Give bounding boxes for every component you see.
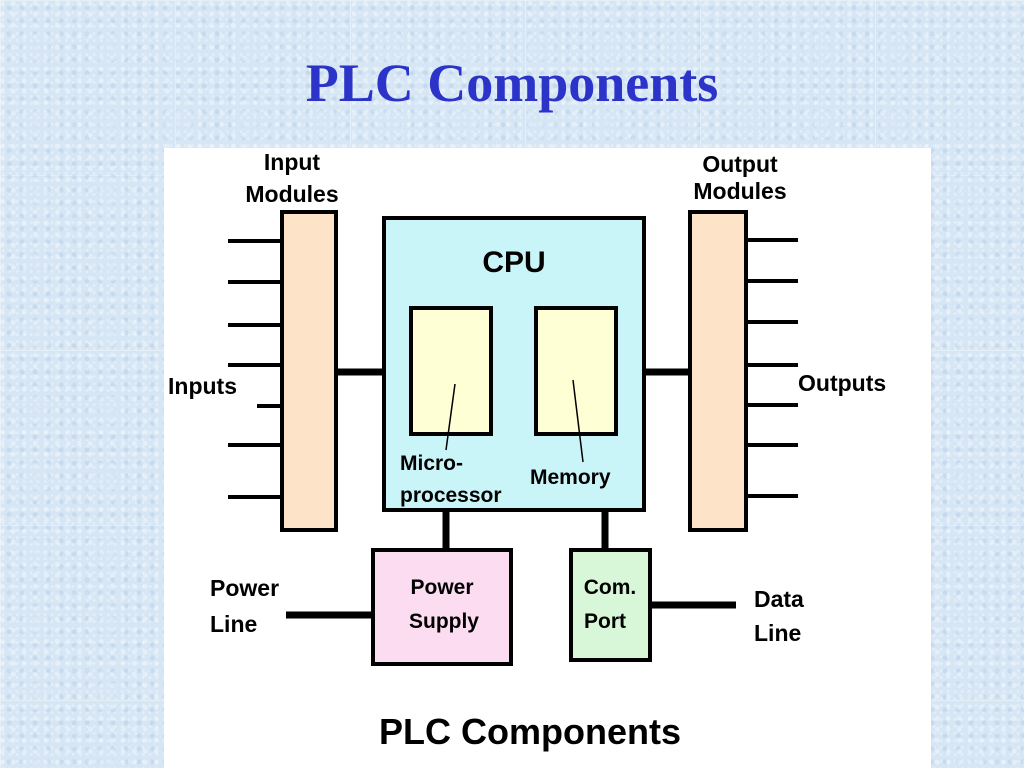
microprocessor-label-line1: Micro- <box>400 452 463 475</box>
input-module-block <box>280 210 338 532</box>
outputs-label: Outputs <box>798 370 886 396</box>
data-line-label-line2: Line <box>754 620 801 646</box>
input-modules-label-line1: Input <box>264 149 321 175</box>
power-line-label-line1: Power <box>210 575 279 601</box>
plc-diagram: Input Modules Output Modules <box>168 149 886 752</box>
memory-block <box>534 306 618 436</box>
com-port-label-line2: Port <box>584 610 626 633</box>
power-supply-block <box>371 548 513 666</box>
microprocessor-label-line2: processor <box>400 484 502 507</box>
cpu-label: CPU <box>482 246 545 279</box>
input-lines <box>228 239 282 499</box>
com-port-block <box>569 548 652 662</box>
output-lines <box>746 238 798 498</box>
com-port-label-line1: Com. <box>584 576 637 599</box>
output-module-block <box>688 210 748 532</box>
memory-label: Memory <box>530 466 611 489</box>
slide-title: PLC Components <box>305 53 719 113</box>
power-supply-label-line1: Power <box>410 576 473 599</box>
power-line-label-line2: Line <box>210 611 257 637</box>
output-modules-label-line1: Output <box>702 151 778 177</box>
data-line-label-line1: Data <box>754 586 804 612</box>
power-supply-label-line2: Supply <box>409 610 479 633</box>
memory-pointer <box>572 379 584 463</box>
input-modules-label-line2: Modules <box>245 181 338 207</box>
diagram-panel: Input Modules Output Modules <box>164 148 931 768</box>
output-modules-label-line2: Modules <box>693 178 786 204</box>
inputs-label: Inputs <box>168 373 237 399</box>
microprocessor-pointer <box>445 383 456 451</box>
diagram-caption: PLC Components <box>379 711 681 752</box>
